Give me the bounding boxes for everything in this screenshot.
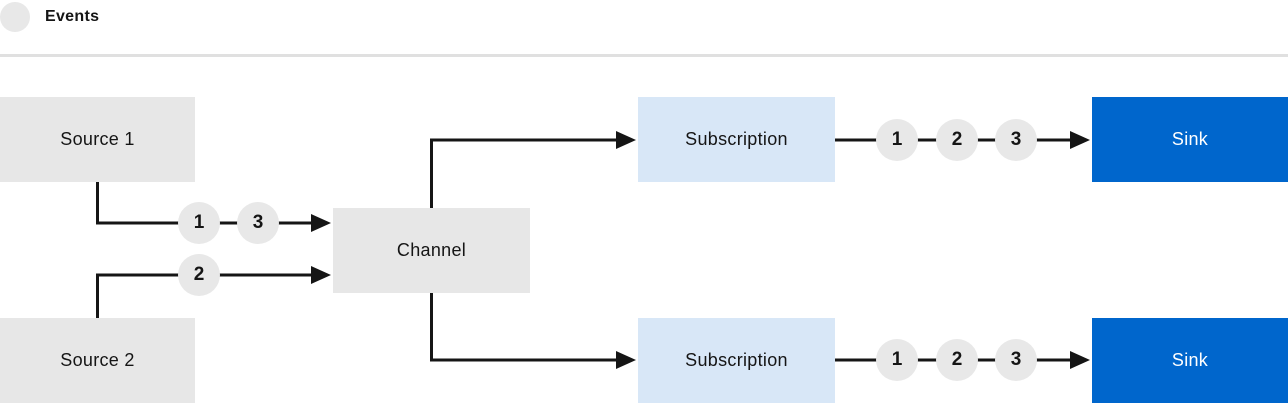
subscription-1-node: Subscription	[638, 97, 835, 182]
source-2-node: Source 2	[0, 318, 195, 403]
event-circle: 3	[995, 339, 1037, 381]
event-circle: 2	[178, 254, 220, 296]
legend-events-label: Events	[45, 8, 100, 25]
connector-channel-to-subscription2	[430, 293, 636, 369]
connector-channel-to-subscription1	[430, 131, 636, 208]
event-circle: 2	[936, 339, 978, 381]
sink-1-node: Sink	[1092, 97, 1288, 182]
arrowhead-icon	[616, 351, 636, 369]
divider	[0, 54, 1288, 57]
arrowhead-icon	[1070, 351, 1090, 369]
channel-node: Channel	[333, 208, 530, 293]
connector-line	[430, 293, 618, 362]
connector-line	[96, 273, 313, 318]
event-circle: 1	[876, 339, 918, 381]
arrowhead-icon	[311, 214, 331, 232]
arrowhead-icon	[1070, 131, 1090, 149]
event-circle: 3	[995, 119, 1037, 161]
connector-source2-to-channel	[96, 266, 331, 318]
source-2-label: Source 2	[60, 350, 135, 370]
event-circle: 1	[876, 119, 918, 161]
sink-2-label: Sink	[1171, 350, 1209, 370]
event-circle: 1	[178, 202, 220, 244]
arrowhead-icon	[616, 131, 636, 149]
sink-2-node: Sink	[1092, 318, 1288, 403]
subscription-2-label: Subscription	[685, 350, 788, 370]
event-circle: 3	[237, 202, 279, 244]
channel-label: Channel	[396, 240, 467, 260]
source-1-node: Source 1	[0, 97, 195, 182]
sink-1-label: Sink	[1171, 129, 1209, 149]
connector-line	[430, 138, 618, 208]
legend: Events	[0, 1, 99, 33]
event-circle-legend-icon	[0, 2, 30, 32]
subscription-1-label: Subscription	[685, 129, 788, 149]
event-circle: 2	[936, 119, 978, 161]
source-1-label: Source 1	[60, 129, 135, 149]
subscription-2-node: Subscription	[638, 318, 835, 403]
arrowhead-icon	[311, 266, 331, 284]
